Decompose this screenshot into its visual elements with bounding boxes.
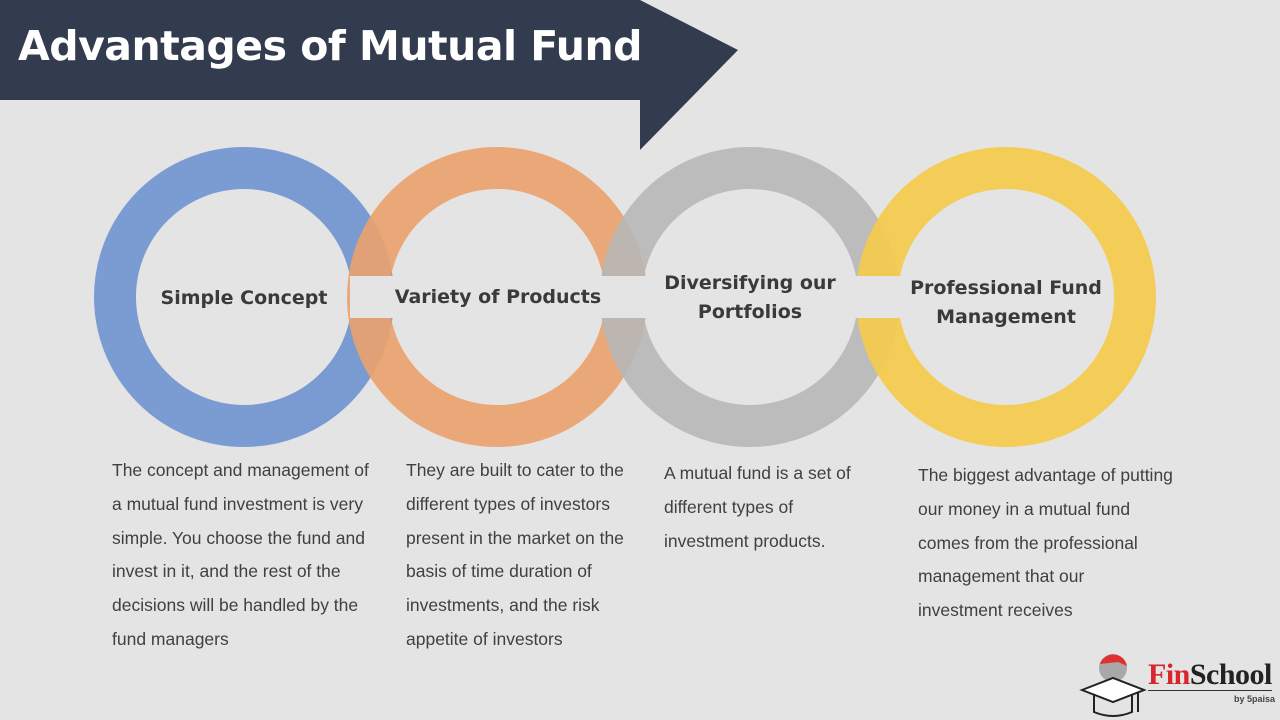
brand-wordmark: FinSchool: [1148, 660, 1272, 691]
item-description-professional: The biggest advantage of putting our mon…: [918, 465, 1173, 621]
brand-tagline: by 5paisa: [1234, 694, 1276, 704]
page-title: Advantages of Mutual Fund: [18, 22, 643, 70]
item-label-professional: Professional Fund Management: [910, 277, 1102, 328]
brand-school: School: [1189, 658, 1273, 691]
brand-fin: Fin: [1148, 658, 1190, 691]
item-label-simple-concept: Simple Concept: [160, 287, 328, 309]
item-label-diversifying: Diversifying our Portfolios: [664, 272, 836, 323]
title-banner-arrow: [0, 0, 738, 150]
item-description-variety: They are built to cater to the different…: [406, 460, 624, 649]
finschool-logo: FinSchool by 5paisa: [1078, 652, 1278, 720]
graduation-cap-globe-icon: [1079, 654, 1147, 717]
item-description-diversifying: A mutual fund is a set of different type…: [664, 463, 851, 551]
item-description-simple-concept: The concept and management of a mutual f…: [112, 460, 369, 649]
item-label-variety: Variety of Products: [394, 286, 602, 308]
connector-band: [350, 276, 903, 318]
